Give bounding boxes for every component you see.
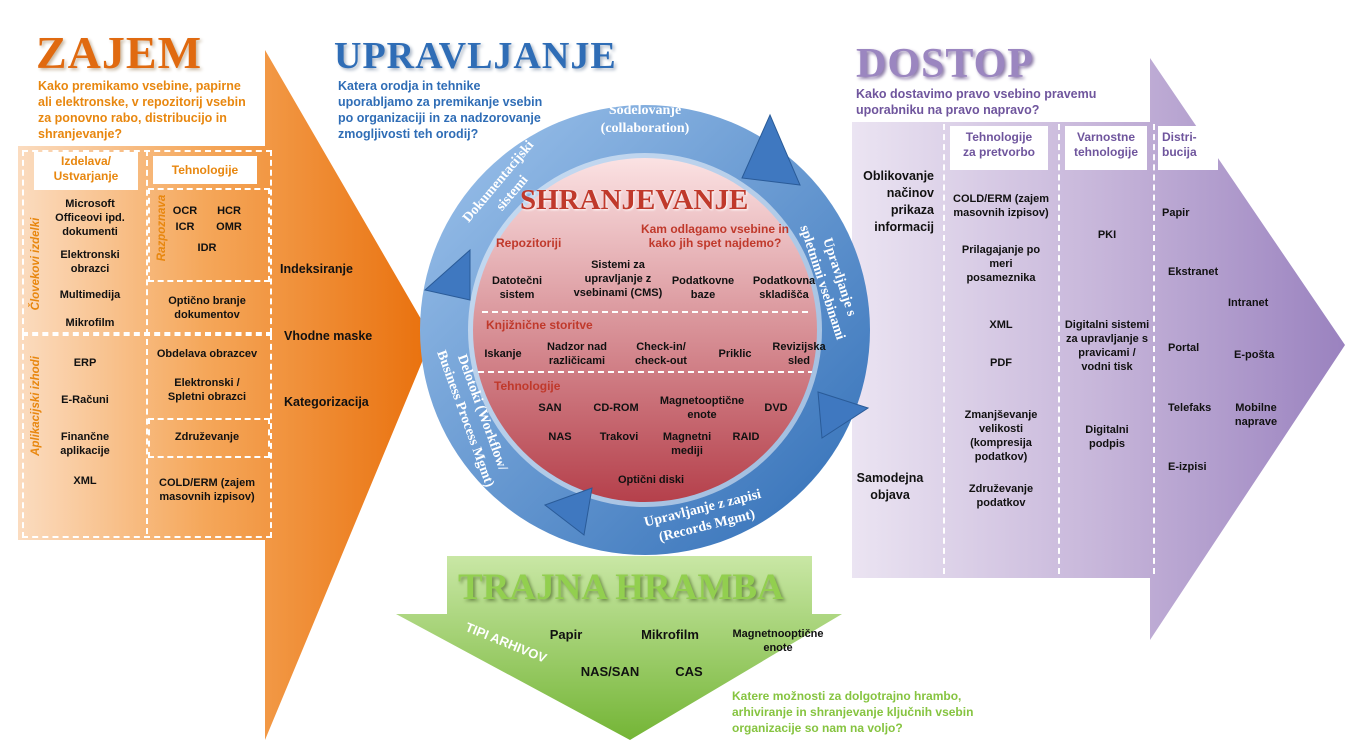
storage-tech: Magnetni mediji xyxy=(662,431,712,457)
dostop-col3-item: Intranet xyxy=(1228,297,1269,309)
repozitoriji-label: Repozitoriji xyxy=(496,236,562,250)
zajem-arrow-shape xyxy=(18,50,432,740)
dostop-col1-item: Prilagajanje po meri posameznika xyxy=(961,244,1041,284)
dostop-title: DOSTOP xyxy=(856,41,1034,87)
dostop-col3-header: Distri- bucija xyxy=(1158,126,1218,170)
storage-tech: Magnetooptične enote xyxy=(659,395,745,421)
dostop-col1-item: COLD/ERM (zajem masovnih izpisov) xyxy=(953,193,1049,219)
repo-item: Podatkovne baze xyxy=(671,275,735,301)
lib-item: Priklic xyxy=(718,348,752,360)
hramba-question: Katere možnosti za dolgotrajno hrambo, a… xyxy=(732,689,974,735)
ring-arrow-left xyxy=(423,248,471,301)
dostop-col1-header: Tehnologije za pretvorbo xyxy=(950,126,1048,170)
storage-tech: RAID xyxy=(732,431,760,443)
hramba-title: TRAJNA HRAMBA xyxy=(458,567,784,608)
zajem-tech-item: Optično branje dokumentov xyxy=(168,295,246,321)
zajem-ocr: OCR xyxy=(172,205,198,217)
lib-item: Revizijska sled xyxy=(772,341,826,367)
zajem-column-divider xyxy=(146,150,148,534)
ring-arrow-top-right xyxy=(741,113,801,186)
zajem-question: Kako premikamo vsebine, papirne ali elek… xyxy=(38,79,246,141)
archive-item: Papir xyxy=(549,627,583,642)
zajem-box-zdruzevanje xyxy=(148,418,270,458)
storage-tech: Trakovi xyxy=(599,431,639,443)
dostop-left-item: Samodejna objava xyxy=(856,471,924,502)
dostop-col3-item: Mobilne naprave xyxy=(1234,402,1278,428)
archive-item: Magnetnooptične enote xyxy=(732,628,824,654)
lib-item: Check-in/ check-out xyxy=(635,341,687,367)
zajem-app-item: Finančne aplikacije xyxy=(60,431,110,457)
dostop-col3-item: Portal xyxy=(1168,342,1200,354)
hramba-arrow-shape xyxy=(396,556,842,740)
zajem-tech-item: Elektronski / Spletni obrazci xyxy=(167,377,247,403)
shranjevanje-title: SHRANJEVANJE xyxy=(520,184,749,216)
repo-item: Datotečni sistem xyxy=(491,275,543,301)
zajem-col2-header: Tehnologije xyxy=(153,156,257,184)
shranjevanje-circle xyxy=(473,158,817,502)
dostop-col3-item: E-pošta xyxy=(1234,349,1275,361)
archive-item: NAS/SAN xyxy=(580,664,640,679)
zajem-human-item: Mikrofilm xyxy=(65,317,115,329)
zajem-col1-header: Izdelava/ Ustvarjanje xyxy=(34,152,138,190)
dostop-col3-item: Ekstranet xyxy=(1168,266,1219,278)
lib-item: Nadzor nad različicami xyxy=(547,341,607,367)
dostop-divider-2 xyxy=(1058,124,1060,574)
zajem-app-item: E-Računi xyxy=(61,394,109,406)
dostop-col2-item: PKI xyxy=(1097,229,1117,241)
shranjevanje-question: Kam odlagamo vsebine in kako jih spet na… xyxy=(640,222,790,250)
zajem-box-ocr xyxy=(148,188,270,282)
zajem-tech-item: Obdelava obrazcev xyxy=(156,348,258,360)
dostop-question: Kako dostavimo pravo vsebino pravemu upo… xyxy=(856,87,1097,117)
storage-tech: CD-ROM xyxy=(593,402,639,414)
dostop-col2-header: Varnostne tehnologije xyxy=(1065,126,1147,170)
ring-label-top: Sodelovanje (collaboration) xyxy=(600,103,690,136)
repo-item: Sistemi za upravljanje z vsebinami (CMS) xyxy=(573,259,663,299)
dostop-divider-3 xyxy=(1153,124,1155,574)
repo-item: Podatkovna skladišča xyxy=(752,275,816,301)
zajem-arrow-item: Vhodne maske xyxy=(284,329,373,343)
ring-arrow-right xyxy=(817,391,870,439)
upravljanje-title: UPRAVLJANJE xyxy=(334,35,617,77)
knjiznicne-label: Knjižnične storitve xyxy=(486,318,593,332)
zajem-app-item: ERP xyxy=(73,357,97,369)
zajem-omr: OMR xyxy=(216,221,242,233)
dostop-col1-item: Združevanje podatkov xyxy=(968,483,1034,509)
dostop-col2-item: Digitalni sistemi za upravljanje s pravi… xyxy=(1064,319,1150,373)
zajem-hcr: HCR xyxy=(217,205,241,217)
dostop-col3-item: Telefaks xyxy=(1168,402,1212,414)
zajem-tech-item: Združevanje xyxy=(174,431,240,443)
zajem-arrow-item: Indeksiranje xyxy=(280,262,353,276)
storage-tech: NAS xyxy=(548,431,572,443)
storage-tech: Optični diski xyxy=(617,474,684,486)
dostop-divider-1 xyxy=(943,124,945,574)
archive-item: Mikrofilm xyxy=(641,627,699,642)
dostop-col1-item: Zmanjševanje velikosti (kompresija podat… xyxy=(964,409,1038,463)
dostop-col1-item: PDF xyxy=(990,357,1012,369)
shranjevanje-tech-label: Tehnologije xyxy=(494,379,561,393)
zajem-tech-item: COLD/ERM (zajem masovnih izpisov) xyxy=(159,477,255,503)
zajem-human-item: Microsoft Officeovi ipd. dokumenti xyxy=(55,198,125,238)
dostop-col3-item: Papir xyxy=(1162,207,1190,219)
dostop-col1-item: XML xyxy=(989,319,1013,331)
storage-tech: DVD xyxy=(764,402,788,414)
zajem-human-item: Elektronski obrazci xyxy=(60,249,120,275)
zajem-arrow-item: Kategorizacija xyxy=(284,395,369,409)
zajem-app-item: XML xyxy=(73,475,97,487)
ring-arrow-bottom xyxy=(543,487,593,536)
archive-item: CAS xyxy=(675,664,703,679)
zajem-icr: ICR xyxy=(175,221,195,233)
storage-tech: SAN xyxy=(538,402,562,414)
dostop-col2-item: Digitalni podpis xyxy=(1085,424,1129,450)
upravljanje-question: Katera orodja in tehnike uporabljamo za … xyxy=(338,79,543,141)
dostop-col3-item: E-izpisi xyxy=(1168,461,1207,473)
zajem-side-razpoznava: Razpoznava xyxy=(156,194,168,262)
zajem-human-item: Multimedija xyxy=(59,289,121,301)
zajem-title: ZAJEM xyxy=(36,27,202,78)
dostop-arrow-shape xyxy=(852,58,1345,640)
dostop-left-item: Oblikovanje načinov prikaza informacij xyxy=(863,169,934,234)
zajem-idr: IDR xyxy=(197,242,217,254)
lib-item: Iskanje xyxy=(484,348,522,360)
